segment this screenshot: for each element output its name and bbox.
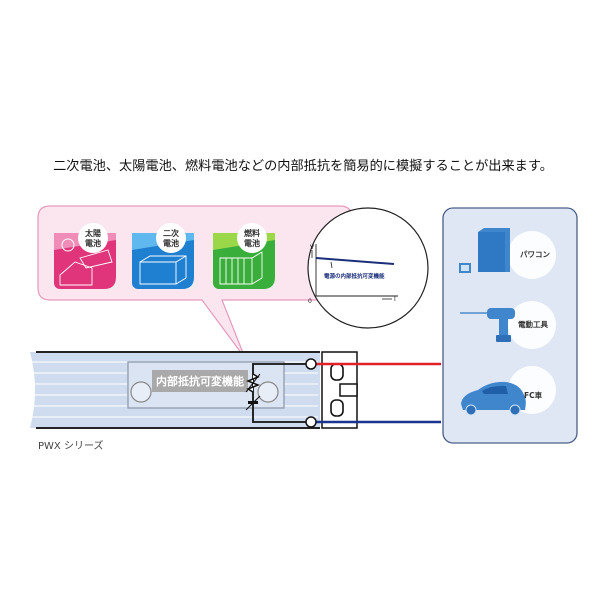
battery-label-line2: 電池 — [85, 238, 101, 248]
battery-solar: 太陽 電池 — [54, 223, 116, 289]
pwx-device: 内部抵抗可変機能 — [30, 351, 441, 429]
power-drill-icon — [460, 308, 515, 342]
negative-terminal — [305, 416, 317, 428]
fc-car-icon — [461, 381, 526, 416]
load-label: FC車 — [524, 390, 543, 400]
series-label: PWX シリーズ — [38, 439, 103, 452]
power-conditioner-icon — [459, 228, 510, 273]
battery-label-line2: 電池 — [163, 238, 179, 248]
battery-label-line1: 太陽 — [84, 228, 101, 238]
vi-graph: V 0 I 電源の内部抵抗可変機能 — [307, 207, 429, 329]
origin-label: 0 — [308, 298, 312, 305]
load-label: パワコン — [520, 249, 550, 259]
loads-panel: パワコン 電動工具 FC車 — [442, 207, 578, 444]
positive-terminal — [305, 358, 317, 370]
battery-secondary: 二次 電池 — [132, 223, 194, 289]
headline: 二次電池、太陽電池、燃料電池などの内部抵抗を簡易的に模擬することが出来ます。 — [53, 157, 553, 174]
battery-fuel: 燃料 電池 — [213, 223, 275, 289]
x-axis-label: I — [394, 296, 396, 303]
function-label: 内部抵抗可変機能 — [156, 374, 244, 388]
battery-box-icon — [139, 255, 187, 285]
battery-label-line1: 燃料 — [244, 228, 260, 238]
fuel-cell-icon — [219, 251, 263, 285]
y-axis-label: V — [310, 244, 315, 251]
voltage-line — [315, 257, 395, 265]
sun-icon — [61, 238, 75, 252]
house-icon — [59, 249, 113, 286]
graph-annotation: 電源の内部抵抗可変機能 — [324, 272, 385, 280]
battery-label-line1: 二次 — [163, 228, 179, 238]
battery-label-line2: 電池 — [244, 238, 260, 248]
load-label: 電動工具 — [518, 319, 548, 329]
